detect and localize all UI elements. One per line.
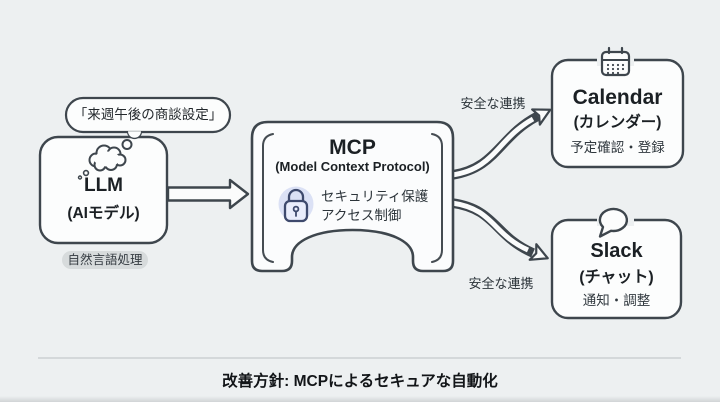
nlp-tag: 自然言語処理 xyxy=(62,251,148,269)
user-prompt-bubble xyxy=(64,96,232,150)
bubble-tail-dot xyxy=(121,139,133,150)
mcp-feature-security: セキュリティ保護 xyxy=(321,189,429,204)
user-prompt-text: 「来週午後の商談設定」 xyxy=(73,107,223,122)
mcp-to-calendar-arrow xyxy=(451,108,552,180)
calendar-title: Calendar xyxy=(572,86,663,109)
mcp-right-bracket xyxy=(431,133,443,263)
llm-to-mcp-arrow xyxy=(166,178,250,210)
caption: 改善方針: MCPによるセキュアな自動化 xyxy=(222,373,498,390)
mcp-to-slack-arrow xyxy=(451,198,549,261)
mcp-subtitle: (Model Context Protocol) xyxy=(275,159,430,174)
calendar-description: 予定確認・登録 xyxy=(570,140,665,155)
llm-title: LLM xyxy=(83,175,124,196)
slack-description: 通知・調整 xyxy=(582,293,651,308)
mcp-box xyxy=(250,120,455,273)
speech-bubble-icon xyxy=(598,207,629,238)
calendar-icon xyxy=(600,46,631,77)
mcp-feature-access: アクセス制御 xyxy=(321,208,402,223)
edge-label-slack: 安全な連携 xyxy=(468,276,534,291)
slack-subtitle: (チャット) xyxy=(579,269,654,286)
llm-subtitle: (AIモデル) xyxy=(67,205,140,222)
slack-title: Slack xyxy=(590,240,643,262)
calendar-subtitle: (カレンダー) xyxy=(573,114,662,131)
lock-icon xyxy=(278,186,314,223)
edge-label-calendar: 安全な連携 xyxy=(460,96,526,111)
bottom-edge-shade xyxy=(0,396,720,402)
llm-box xyxy=(38,135,169,245)
mcp-title: MCP xyxy=(329,136,376,159)
thought-cloud-icon xyxy=(77,144,127,180)
mcp-left-bracket xyxy=(262,133,274,263)
